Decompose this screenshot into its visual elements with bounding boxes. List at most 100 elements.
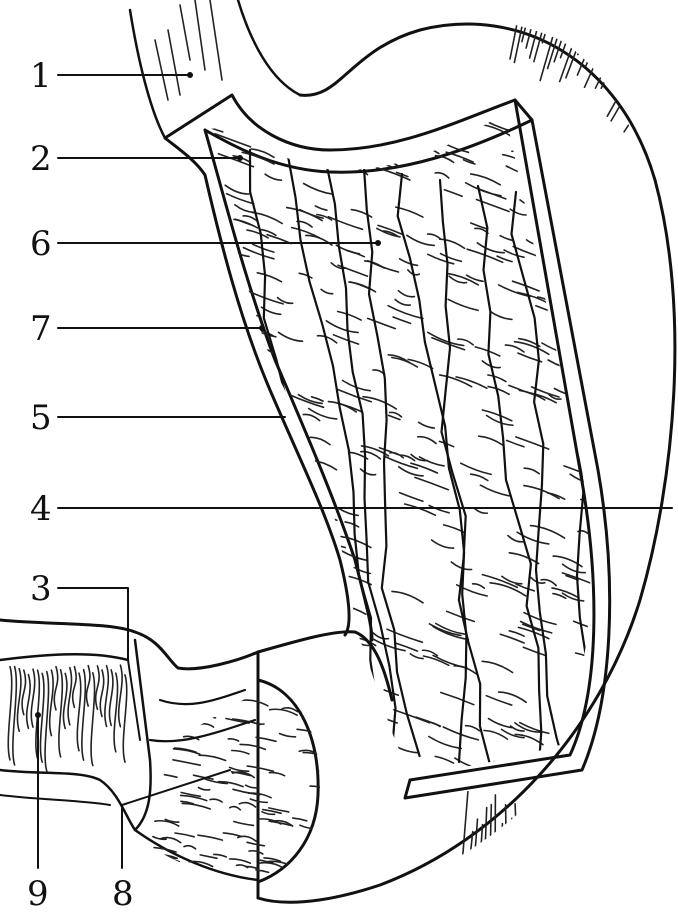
ruga-stroke bbox=[433, 655, 467, 667]
wall-hatch-stroke bbox=[585, 810, 601, 898]
ruga-stroke bbox=[227, 194, 254, 204]
pylorus-hatch-stroke bbox=[210, 799, 222, 802]
ruga-stroke bbox=[480, 485, 509, 496]
ruga-stroke bbox=[305, 123, 337, 135]
ruga-stroke bbox=[303, 414, 319, 420]
ruga-stroke bbox=[355, 123, 391, 136]
wall-hatch-stroke bbox=[550, 830, 557, 915]
pylorus-hatch-stroke bbox=[184, 846, 196, 849]
wall-hatch-stroke bbox=[645, 63, 678, 130]
duodenal-fold-stroke bbox=[73, 667, 76, 708]
ruga-stroke bbox=[226, 558, 255, 569]
wall-hatch-stroke bbox=[618, 755, 654, 861]
label-7: 7 bbox=[30, 309, 52, 349]
ruga-stroke bbox=[537, 777, 569, 789]
ruga-stroke bbox=[219, 419, 251, 431]
label-3: 3 bbox=[30, 569, 52, 609]
duodenal-fold-stroke bbox=[114, 673, 117, 752]
ruga-stroke bbox=[292, 115, 319, 125]
ruga-stroke bbox=[574, 110, 608, 123]
ruga-stroke bbox=[244, 248, 274, 259]
wall-hatch-stroke bbox=[661, 744, 678, 820]
ruga-stroke bbox=[373, 633, 388, 639]
wall-hatch-stroke bbox=[646, 70, 678, 140]
ruga-stroke bbox=[572, 367, 607, 380]
ruga-stroke bbox=[320, 746, 346, 756]
ruga-stroke bbox=[490, 583, 526, 596]
wall-hatch-stroke bbox=[607, 23, 660, 117]
ruga-stroke bbox=[521, 622, 552, 633]
ruga-stroke bbox=[593, 216, 628, 229]
ruga-stroke bbox=[212, 512, 234, 520]
wall-hatch-stroke bbox=[667, 98, 678, 153]
wall-hatch-stroke bbox=[525, 839, 526, 917]
pylorus-hatch-stroke bbox=[142, 849, 161, 854]
ruga-stroke bbox=[201, 669, 217, 675]
wall-hatch-stroke bbox=[613, 801, 632, 879]
pylorus-hatch-stroke bbox=[161, 838, 181, 843]
ruga-stroke bbox=[398, 291, 414, 297]
wall-hatch-stroke bbox=[667, 706, 678, 793]
pylorus-hatch-stroke bbox=[310, 854, 326, 857]
wall-hatch-stroke bbox=[601, 8, 643, 88]
ruga-stroke bbox=[415, 477, 448, 489]
wall-hatch-stroke bbox=[596, 790, 619, 888]
ruga-stroke bbox=[339, 765, 371, 777]
pylorus-hatch-stroke bbox=[293, 818, 307, 821]
pylorus-hatch-stroke bbox=[230, 807, 241, 810]
pylorus-hatch-stroke bbox=[300, 825, 317, 828]
pylorus-hatch-stroke bbox=[159, 864, 182, 869]
ruga-stroke bbox=[436, 112, 453, 118]
ruga-stroke bbox=[256, 614, 276, 622]
leader-line-3 bbox=[58, 588, 140, 740]
ruga-stroke bbox=[509, 631, 524, 636]
pylorus-hatch-stroke bbox=[187, 715, 204, 718]
ruga-stroke bbox=[441, 693, 474, 705]
ruga-stroke bbox=[224, 607, 247, 615]
ruga-stroke bbox=[356, 131, 371, 136]
duodenal-fold-stroke bbox=[119, 665, 122, 727]
ruga-stroke bbox=[387, 629, 422, 642]
pylorus-hatch-stroke bbox=[175, 833, 194, 837]
wall-hatch-stroke bbox=[659, 77, 678, 132]
ruga-stroke bbox=[238, 537, 273, 550]
label-1: 1 bbox=[30, 56, 52, 96]
ruga-stroke bbox=[264, 515, 276, 520]
ruga-stroke bbox=[482, 575, 517, 588]
ruga-stroke bbox=[572, 263, 591, 270]
ruga-stroke bbox=[502, 770, 526, 779]
ruga-stroke bbox=[252, 573, 284, 585]
wall-hatch-stroke bbox=[588, 802, 607, 895]
ruga-stroke bbox=[392, 591, 423, 602]
pylorus-hatch-stroke bbox=[270, 709, 297, 715]
duodenal-fold-stroke bbox=[8, 667, 11, 760]
ruga-stroke bbox=[596, 213, 625, 224]
ruga-stroke bbox=[423, 650, 438, 656]
ruga-stroke bbox=[447, 611, 475, 621]
pylorus-hatch-stroke bbox=[181, 795, 207, 800]
ruga-stroke bbox=[299, 273, 312, 278]
wall-hatch-stroke bbox=[643, 57, 678, 121]
ruga-stroke bbox=[384, 456, 417, 468]
ruga-stroke bbox=[410, 654, 423, 659]
ruga-stroke bbox=[225, 185, 249, 194]
pylorus-hatch-stroke bbox=[247, 842, 264, 846]
ruga-stroke bbox=[584, 450, 616, 462]
wall-hatch-stroke bbox=[578, 0, 608, 55]
pylorus-hatch-stroke bbox=[198, 835, 222, 840]
wall-hatch-stroke bbox=[534, 0, 560, 62]
ruga-stroke bbox=[482, 661, 512, 672]
ruga-stroke bbox=[407, 235, 434, 245]
pylorus-hatch-stroke bbox=[269, 773, 284, 776]
ruga-stroke bbox=[224, 702, 252, 712]
wall-hatch-stroke bbox=[642, 777, 666, 850]
ruga-stroke bbox=[524, 468, 539, 474]
ruga-stroke bbox=[309, 772, 332, 781]
wall-hatch-stroke bbox=[629, 39, 676, 109]
duodenal-fold-stroke bbox=[59, 670, 62, 757]
ruga-stroke bbox=[574, 751, 610, 764]
ruga-stroke bbox=[350, 282, 370, 289]
pylorus-hatch-stroke bbox=[230, 859, 251, 863]
